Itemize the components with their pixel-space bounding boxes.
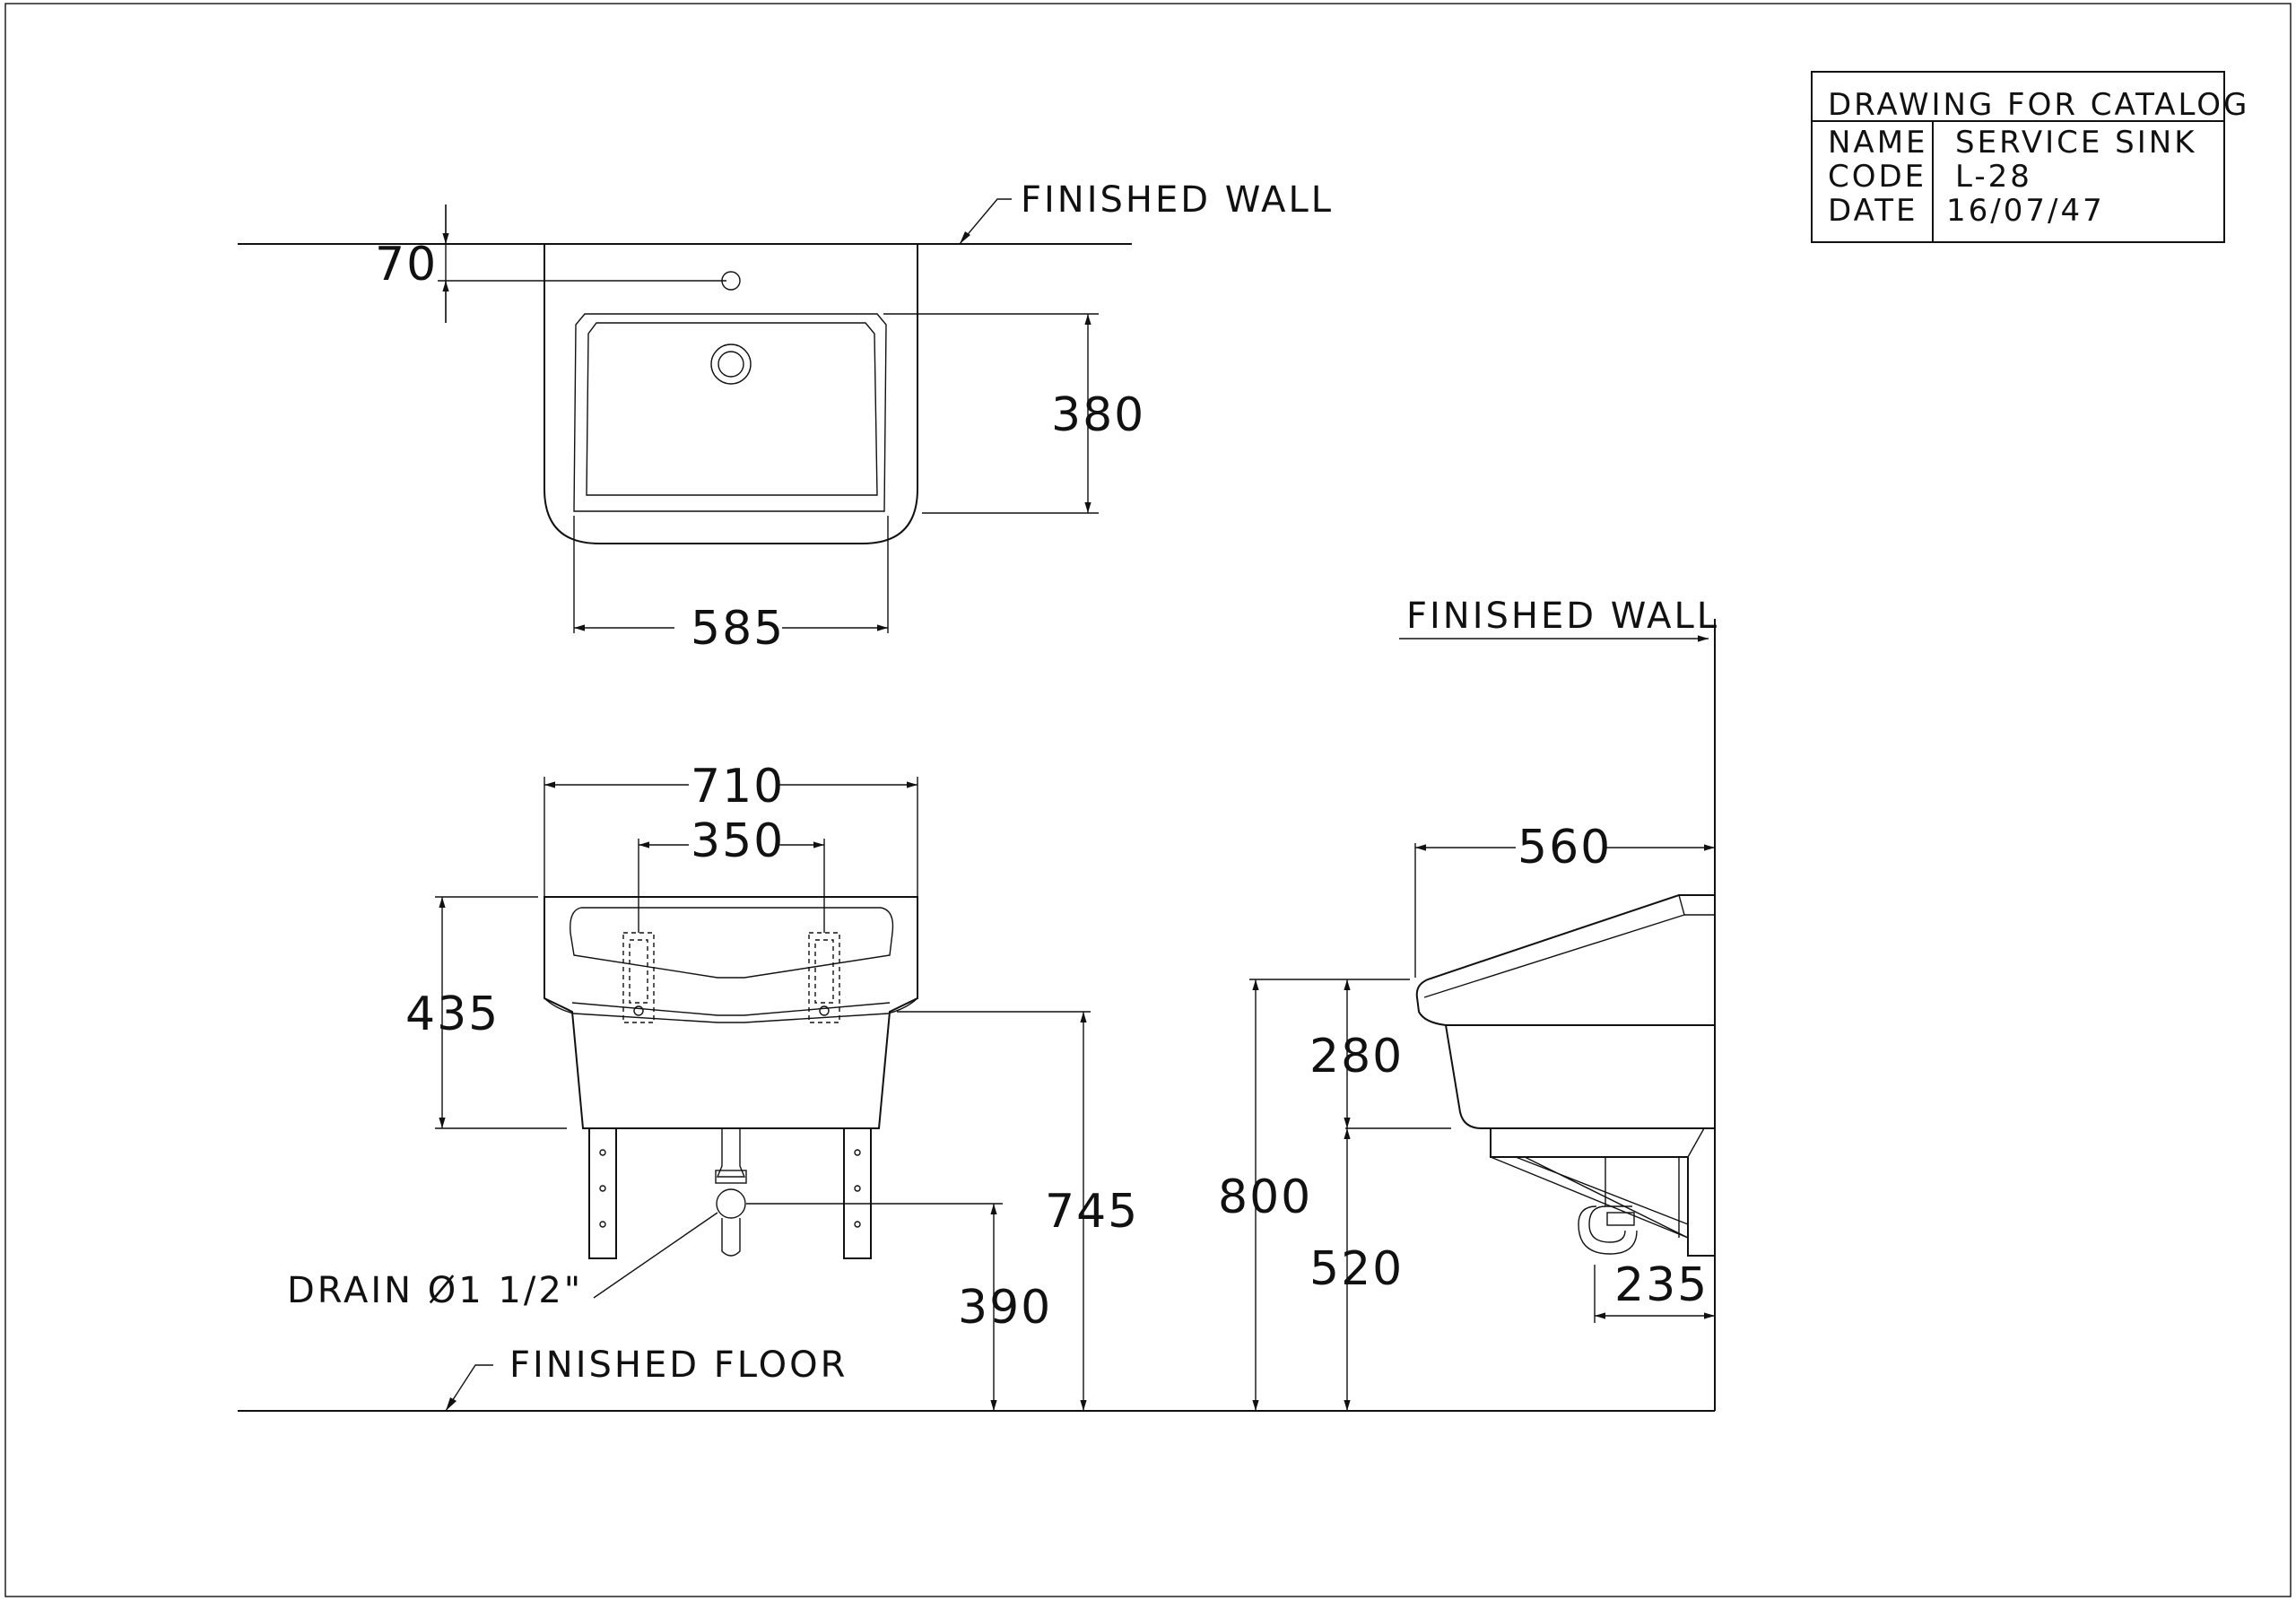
title-block-heading: DRAWING FOR CATALOG — [1828, 87, 2249, 123]
front-leg-right — [843, 1127, 872, 1259]
dim-front-rim-height: 745 — [1045, 1185, 1139, 1239]
dim-side-bottom-height: 520 — [1309, 1242, 1404, 1296]
dim-front-overall-width: 710 — [691, 760, 785, 814]
side-view: FINISHED WALL 560 800 280 52 — [1218, 596, 1719, 1411]
front-view: FINISHED FLOOR DRAIN Ø1 1/2" 710 — [238, 759, 1715, 1412]
plan-view: FINISHED WALL 70 380 585 — [238, 179, 1334, 656]
front-leg-left — [588, 1127, 617, 1259]
title-block-name-value: SERVICE SINK — [1955, 125, 2196, 161]
dim-side-basin-height: 280 — [1309, 1030, 1404, 1083]
drain-label: DRAIN Ø1 1/2" — [287, 1270, 583, 1311]
dim-plan-width: 585 — [691, 602, 785, 656]
plan-finished-wall-label: FINISHED WALL — [1021, 179, 1334, 221]
title-block-date-value: 16/07/47 — [1946, 193, 2105, 229]
finished-floor-label: FINISHED FLOOR — [509, 1344, 848, 1386]
title-block: DRAWING FOR CATALOG NAME SERVICE SINK CO… — [1811, 71, 2249, 243]
drain-hole — [710, 344, 752, 385]
dim-front-drain-height: 390 — [958, 1281, 1052, 1335]
dim-side-bracket-depth: 235 — [1614, 1258, 1709, 1312]
dim-front-bracket-spacing: 350 — [691, 814, 785, 868]
side-finished-wall-label: FINISHED WALL — [1406, 596, 1719, 637]
title-block-code-value: L-28 — [1955, 159, 2032, 195]
dim-side-total-height: 800 — [1218, 1170, 1312, 1224]
title-block-name-label: NAME — [1828, 125, 1928, 161]
dim-front-basin-height: 435 — [405, 988, 500, 1041]
dim-plan-depth: 380 — [1051, 388, 1145, 442]
title-block-code-label: CODE — [1828, 159, 1926, 195]
dim-plan-offset: 70 — [375, 238, 438, 291]
dim-side-projection: 560 — [1518, 821, 1612, 874]
title-block-date-label: DATE — [1828, 193, 1918, 229]
drawing-border — [4, 3, 2292, 1597]
